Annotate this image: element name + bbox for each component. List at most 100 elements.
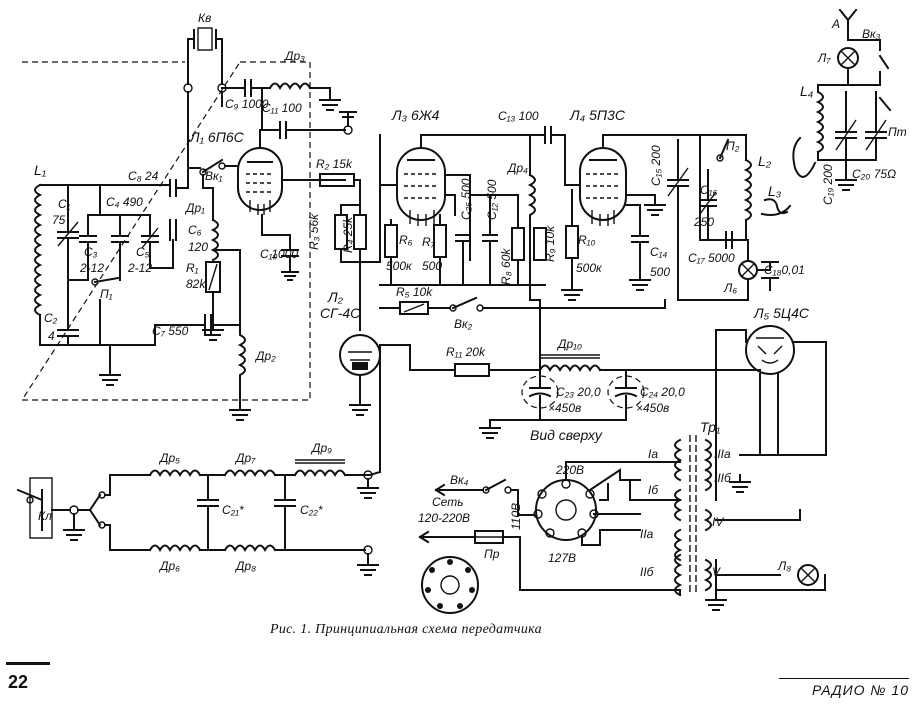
svg-text:C₁₈0,01: C₁₈0,01 — [764, 263, 805, 277]
resistor-r6: R₆ 500к — [384, 224, 413, 273]
tube-l1-label: Л₁ 6П6С — [189, 129, 245, 145]
tube-l4: Л₄ 5П3С — [569, 107, 627, 226]
c3-value: 2-12 — [79, 261, 104, 275]
c24-value: 20,0 — [660, 385, 685, 399]
svg-text:R₂ 15k: R₂ 15k — [316, 157, 353, 171]
lamp-l7: Л₇ — [817, 47, 859, 69]
p1-label: П₁ — [100, 287, 113, 301]
svg-text:R₃ 56k: R₃ 56k — [307, 213, 321, 250]
tube-l3-label: Л₃ 6Ж4 — [391, 107, 440, 123]
c6-label: C₆ — [188, 223, 202, 237]
telegraph-key-kl[interactable]: Кл — [16, 477, 53, 539]
capacitor-c15: C₁₅ 200 — [649, 139, 701, 301]
page-number: 22 — [8, 672, 29, 692]
c11-value: 100 — [282, 101, 302, 115]
ground-icon — [99, 344, 121, 386]
c3-label: C₃ — [84, 245, 98, 259]
dr2-label: Др₂ — [254, 349, 276, 363]
tube-l2-label: Л₂ — [327, 289, 344, 305]
capacitor-c13: C₁₃ 100 — [498, 109, 552, 144]
lamp-l6: Л₆ — [723, 260, 758, 295]
capacitor-c18: C₁₈0,01 — [757, 261, 805, 291]
svg-text:C₁₇ 5000: C₁₇ 5000 — [688, 251, 735, 265]
switch-pt[interactable]: Пт — [878, 96, 907, 139]
switch-vk2[interactable]: Вк₂ — [449, 296, 484, 331]
tap-110v-label: 110В — [509, 503, 523, 530]
c9-label: C₉ — [225, 97, 239, 111]
c11-label: C₁₁ — [262, 101, 278, 115]
r2-value: 15k — [333, 157, 353, 171]
pr-label: Пр — [484, 547, 500, 561]
l6-label: Л₆ — [723, 281, 737, 295]
r9-value: 10k — [543, 225, 557, 245]
capacitor-c25: C₂₅ 500 — [455, 178, 473, 242]
capacitor-c2: C₂ 4 — [44, 279, 79, 346]
c15-value: 200 — [649, 145, 663, 166]
c20-value: 75Ω — [874, 167, 896, 181]
svg-text:R₆: R₆ — [399, 233, 413, 247]
svg-text:C₁₀ 1000: C₁₀ 1000 — [260, 247, 298, 261]
ground-icon — [479, 427, 501, 439]
svg-text:C₁₅ 200: C₁₅ 200 — [649, 145, 663, 186]
winding-iia: IIа — [640, 527, 654, 541]
vk3-label: Вк₃ — [862, 27, 881, 41]
r9-label: R₉ — [543, 248, 557, 262]
l7-label: Л₇ — [817, 51, 831, 65]
c1-label: C₁ — [58, 197, 71, 211]
footer-rule — [779, 678, 909, 679]
dr6-label: Др₆ — [158, 559, 180, 573]
c24-voltage: ×450в — [636, 401, 669, 415]
svg-text:C₂₃ 20,0: C₂₃ 20,0 — [556, 385, 601, 399]
ground-icon — [835, 169, 857, 191]
dr7-label: Др₇ — [234, 451, 256, 465]
choke-dr7: Др₇ — [223, 451, 277, 478]
tap-220v-label: 220В — [555, 463, 584, 477]
capacitor-c22: C₂₂* — [274, 499, 323, 517]
r11-label: R₁₁ — [446, 345, 462, 359]
c13-value: 100 — [519, 109, 539, 123]
c22-label: C₂₂* — [300, 503, 323, 517]
c23-value: 20,0 — [576, 385, 601, 399]
capacitor-c4: C₄ 490 — [106, 195, 143, 243]
r3-value: 56k — [307, 213, 321, 233]
svg-text:C₁₂ 500: C₁₂ 500 — [485, 179, 499, 220]
switch-vk1[interactable]: Вк₁ — [199, 158, 226, 183]
c21-label: C₂₁* — [222, 503, 244, 517]
r6-label: R₆ — [399, 233, 413, 247]
dr8-label: Др₈ — [234, 559, 256, 573]
resistor-r4: R₄ 25k — [341, 214, 367, 253]
switch-p2[interactable]: П₂ — [716, 138, 740, 162]
capacitor-c7: C₇ 550 — [152, 314, 212, 338]
svg-text:C₇ 550: C₇ 550 — [152, 324, 189, 338]
r1-value: 82k — [186, 277, 206, 291]
magazine-footer: РАДИО № 10 — [811, 682, 909, 698]
c12-value: 500 — [485, 179, 499, 199]
c18-value: 0,01 — [781, 263, 804, 277]
c23-voltage: ×450в — [548, 401, 581, 415]
switch-vk3[interactable]: Вк₃ — [847, 27, 890, 70]
svg-text:C₁₄: C₁₄ — [650, 245, 667, 259]
switch-p1[interactable]: П₁ — [91, 276, 120, 301]
winding-ia: Iа — [648, 447, 658, 461]
choke-dr10: Др₁₀ — [538, 337, 602, 373]
vk2-label: Вк₂ — [454, 317, 473, 331]
svg-text:C₁₁ 100: C₁₁ 100 — [262, 101, 302, 115]
svg-text:R₁₀: R₁₀ — [578, 233, 596, 247]
ground-icon — [644, 204, 666, 216]
page-number-rule — [6, 662, 50, 665]
svg-text:C₃: C₃ — [84, 245, 98, 259]
r7-value: 500 — [422, 259, 442, 273]
c14-value: 500 — [650, 265, 670, 279]
antenna: А — [831, 8, 858, 41]
ground-icon — [561, 289, 583, 301]
svg-text:C₁: C₁ — [58, 197, 71, 211]
l1-label: L₁ — [34, 162, 47, 178]
ground-icon — [319, 99, 341, 111]
c5-value: 2-12 — [127, 261, 152, 275]
resistor-r2: R₂ 15k — [316, 157, 355, 187]
l3-coil-label: L₃ — [768, 183, 782, 199]
dr4-label: Др₄ — [506, 161, 528, 175]
dr10-label: Др₁₀ — [556, 337, 582, 351]
svg-text:R₉ 10k: R₉ 10k — [543, 225, 557, 262]
lamp-l8: Л₈ — [777, 559, 819, 586]
